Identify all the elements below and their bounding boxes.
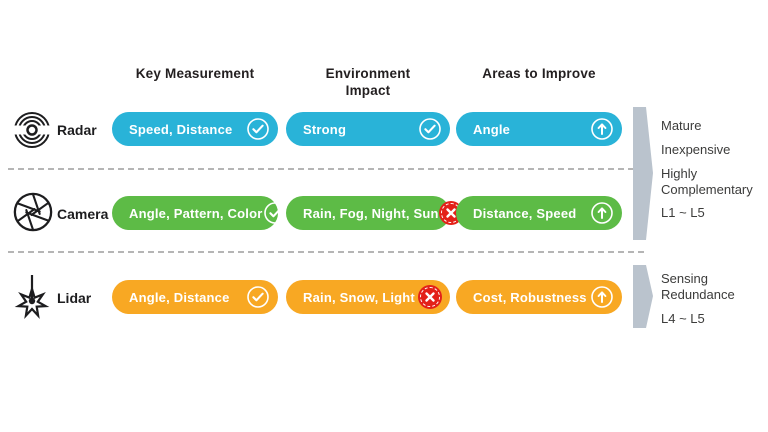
annotation-line: Mature bbox=[661, 118, 702, 133]
pill-text: Cost, Robustness bbox=[473, 289, 587, 305]
lidar-icon bbox=[14, 275, 50, 320]
annotation-line: L1 ~ L5 bbox=[661, 205, 705, 221]
annotation-lidar: Sensing Redundance L4 ~ L5 bbox=[661, 271, 765, 335]
dashed-divider bbox=[8, 168, 644, 170]
row-label-camera: Camera bbox=[57, 206, 109, 222]
column-header-key-measurement: Key Measurement bbox=[135, 66, 255, 81]
radar-icon bbox=[12, 112, 52, 148]
annotation-line: Highly Complementary bbox=[661, 165, 753, 197]
pill-text: Speed, Distance bbox=[129, 121, 233, 137]
pill-lidar-environment-impact: Rain, Snow, Light bbox=[286, 280, 450, 314]
pill-text: Distance, Speed bbox=[473, 205, 577, 221]
pill-text: Angle, Distance bbox=[129, 289, 230, 305]
pill-radar-areas-to-improve: Angle bbox=[456, 112, 622, 146]
up-arrow-circle-icon bbox=[591, 118, 613, 140]
pill-text: Rain, Fog, Night, Sun bbox=[303, 205, 439, 221]
row-label-radar: Radar bbox=[57, 122, 97, 138]
up-arrow-circle-icon bbox=[591, 286, 613, 308]
pill-text: Rain, Snow, Light bbox=[303, 289, 415, 305]
pill-text: Strong bbox=[303, 121, 347, 137]
annotation-line: Sensing Redundance bbox=[661, 271, 735, 302]
pill-text: Angle, Pattern, Color bbox=[129, 205, 263, 221]
annotation-line: Inexpensive bbox=[661, 141, 731, 157]
check-circle-icon bbox=[247, 118, 269, 140]
up-arrow-circle-icon bbox=[591, 202, 613, 224]
check-circle-icon bbox=[419, 118, 441, 140]
pill-camera-environment-impact: Rain, Fog, Night, Sun bbox=[286, 196, 463, 230]
dashed-divider bbox=[8, 251, 644, 253]
pill-radar-environment-impact: Strong bbox=[286, 112, 450, 146]
pill-lidar-areas-to-improve: Cost, Robustness bbox=[456, 280, 622, 314]
camera-aperture-icon bbox=[13, 192, 53, 232]
column-header-environment-impact: Environment Impact bbox=[325, 66, 411, 98]
bracket-radar-camera bbox=[633, 107, 653, 240]
pill-text: Angle bbox=[473, 121, 511, 137]
row-label-lidar: Lidar bbox=[57, 290, 92, 306]
pill-radar-key-measurement: Speed, Distance bbox=[112, 112, 278, 146]
annotation-line: L4 ~ L5 bbox=[661, 310, 705, 326]
pill-lidar-key-measurement: Angle, Distance bbox=[112, 280, 278, 314]
pill-camera-areas-to-improve: Distance, Speed bbox=[456, 196, 622, 230]
check-circle-icon bbox=[247, 286, 269, 308]
pill-camera-key-measurement: Angle, Pattern, Color bbox=[112, 196, 286, 230]
check-circle-icon bbox=[263, 202, 286, 224]
annotation-radar-camera: Mature Inexpensive Highly Complementary … bbox=[661, 118, 765, 229]
column-header-areas-to-improve: Areas to Improve bbox=[482, 66, 596, 81]
bracket-lidar bbox=[633, 265, 653, 328]
x-badge-icon bbox=[418, 285, 442, 309]
